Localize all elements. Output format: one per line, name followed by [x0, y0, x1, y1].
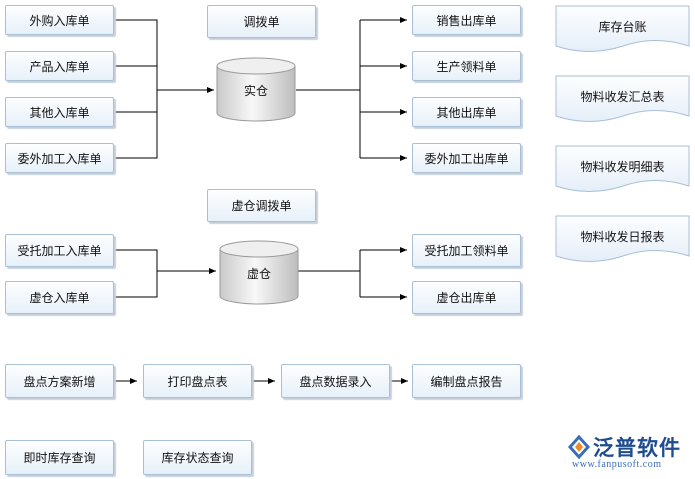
report-label: 库存台账 — [598, 20, 647, 34]
inbound-purchase-box[interactable]: 外购入库单 — [5, 5, 114, 35]
fanpu-logo: 泛普软件 www.fanpusoft.com — [566, 432, 691, 476]
document-icon — [555, 145, 690, 192]
stocktake-print-box[interactable]: 打印盘点表 — [143, 364, 252, 398]
logo-url: www.fanpusoft.com — [572, 459, 662, 470]
report-detail[interactable]: 物料收发明细表 — [555, 145, 690, 195]
report-label: 物料收发日报表 — [580, 230, 665, 244]
outbound-sales-box[interactable]: 销售出库单 — [412, 5, 521, 35]
real-warehouse-db[interactable]: 实仓 — [216, 57, 296, 123]
instant-stock-query-box[interactable]: 即时库存查询 — [5, 440, 114, 475]
virtual-inbound-consigned-box[interactable]: 受托加工入库单 — [5, 234, 114, 267]
report-label: 物料收发明细表 — [580, 160, 665, 174]
report-daily[interactable]: 物料收发日报表 — [555, 215, 690, 265]
document-icon — [555, 5, 690, 52]
logo-brand: 泛普软件 — [593, 436, 681, 460]
transfer-box[interactable]: 调拨单 — [207, 5, 316, 38]
inbound-outsource-box[interactable]: 委外加工入库单 — [5, 143, 114, 173]
inbound-other-box[interactable]: 其他入库单 — [5, 97, 114, 127]
database-icon — [216, 57, 296, 122]
virtual-warehouse-db[interactable]: 虚仓 — [219, 240, 299, 306]
stocktake-report-box[interactable]: 编制盘点报告 — [412, 364, 521, 398]
outbound-production-box[interactable]: 生产领料单 — [412, 51, 521, 81]
real-warehouse-label: 实仓 — [243, 84, 268, 98]
database-icon — [219, 240, 299, 305]
stocktake-entry-box[interactable]: 盘点数据录入 — [281, 364, 390, 398]
stock-status-query-box[interactable]: 库存状态查询 — [143, 440, 252, 475]
document-icon — [555, 215, 690, 262]
outbound-outsource-box[interactable]: 委外加工出库单 — [412, 143, 521, 173]
virtual-warehouse-label: 虚仓 — [246, 267, 271, 281]
report-label: 物料收发汇总表 — [580, 90, 665, 104]
logo-icon — [567, 434, 591, 460]
virtual-outbound-consigned-box[interactable]: 受托加工领料单 — [412, 234, 521, 267]
document-icon — [555, 75, 690, 122]
virtual-transfer-box[interactable]: 虚仓调拨单 — [207, 189, 316, 222]
outbound-other-box[interactable]: 其他出库单 — [412, 97, 521, 127]
virtual-inbound-box[interactable]: 虚仓入库单 — [5, 281, 114, 314]
stocktake-plan-box[interactable]: 盘点方案新增 — [5, 364, 114, 398]
report-stock-ledger[interactable]: 库存台账 — [555, 5, 690, 55]
inbound-product-box[interactable]: 产品入库单 — [5, 51, 114, 81]
report-summary[interactable]: 物料收发汇总表 — [555, 75, 690, 125]
virtual-outbound-box[interactable]: 虚仓出库单 — [412, 281, 521, 314]
